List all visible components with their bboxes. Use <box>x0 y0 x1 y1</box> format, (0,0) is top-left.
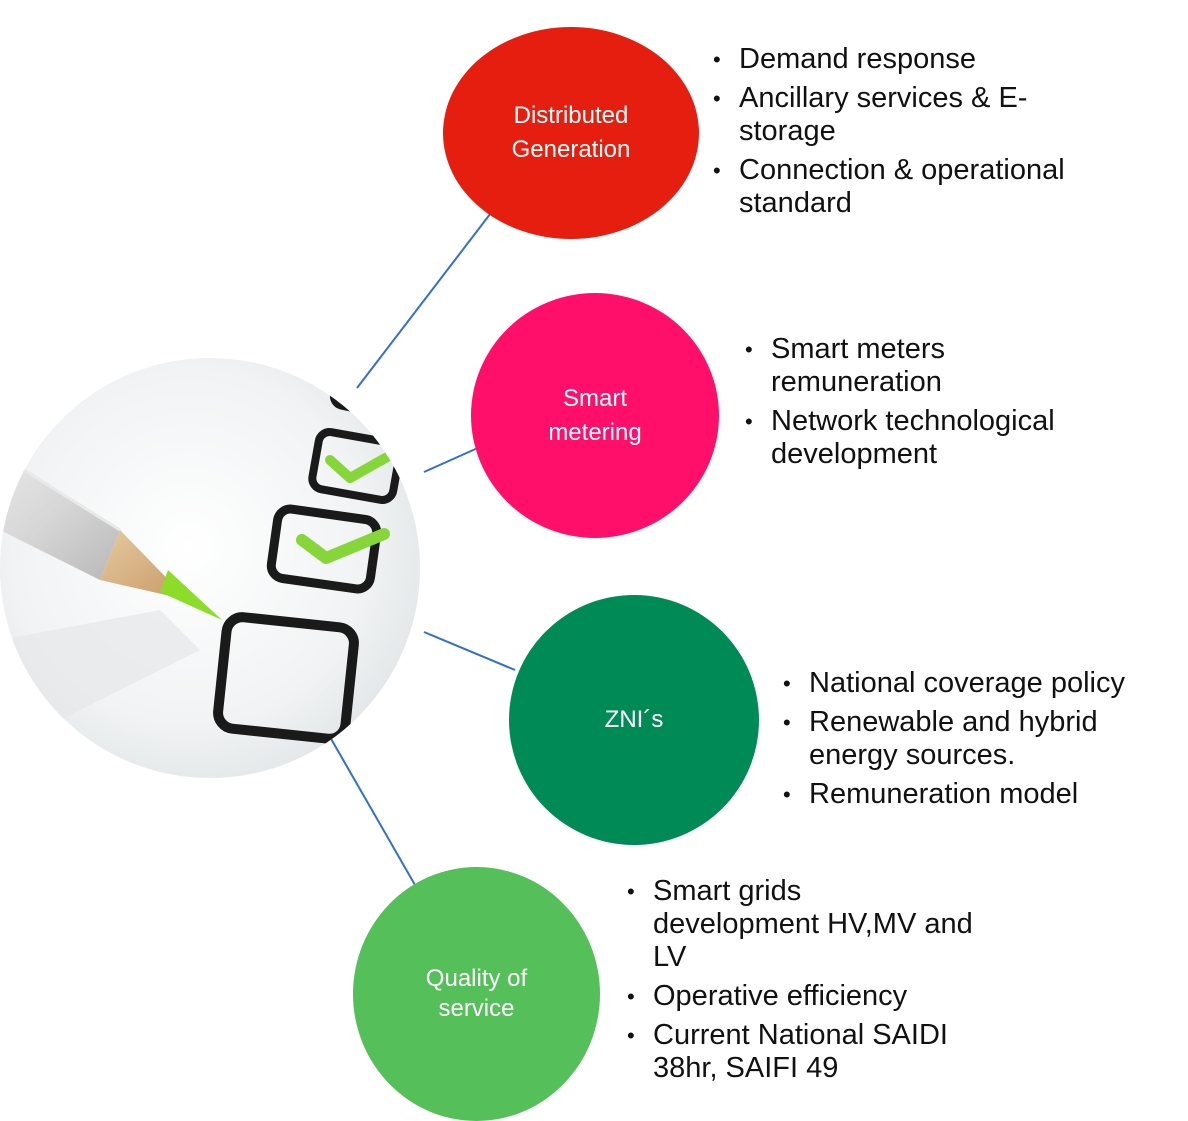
connector-lines <box>329 204 516 886</box>
connector-qos <box>329 736 416 886</box>
node-quality-of-service-label: Quality of service <box>425 965 528 1022</box>
checkbox-icons <box>213 358 415 744</box>
list-item: National coverage policy <box>783 667 1183 700</box>
node-znis: ZNI´s <box>509 595 759 845</box>
znis-bullets: National coverage policy Renewable and h… <box>783 667 1183 817</box>
node-znis-label: ZNI´s <box>604 706 664 734</box>
node-smart-metering: Smart metering <box>471 293 719 538</box>
node-distributed-generation-label: Distributed Generation <box>511 102 631 163</box>
connector-dg <box>356 204 498 389</box>
pencil-icon <box>0 428 222 620</box>
list-item: Connection & operational standard <box>713 154 1173 220</box>
list-item: Renewable and hybrid energy sources. <box>783 706 1183 772</box>
node-quality-of-service: Quality of service <box>353 867 600 1121</box>
list-item: Smart grids development HV,MV and LV <box>627 875 1027 974</box>
node-distributed-generation: Distributed Generation <box>443 27 699 239</box>
list-item: Remuneration model <box>783 778 1183 811</box>
node-smart-metering-label: Smart metering <box>548 384 642 446</box>
quality-of-service-bullets: Smart grids development HV,MV and LV Ope… <box>627 875 1027 1091</box>
list-item: Network technological development <box>745 405 1165 471</box>
checklist-photo <box>0 358 420 778</box>
smart-metering-bullets: Smart meters remuneration Network techno… <box>745 333 1165 477</box>
list-item: Smart meters remuneration <box>745 333 1165 399</box>
list-item: Demand response <box>713 43 1173 76</box>
distributed-generation-bullets: Demand response Ancillary services & E- … <box>713 43 1173 226</box>
list-item: Operative efficiency <box>627 980 1027 1013</box>
list-item: Ancillary services & E- storage <box>713 82 1173 148</box>
list-item: Current National SAIDI 38hr, SAIFI 49 <box>627 1019 1027 1085</box>
connector-sm <box>423 446 481 473</box>
connector-zni <box>423 631 516 671</box>
